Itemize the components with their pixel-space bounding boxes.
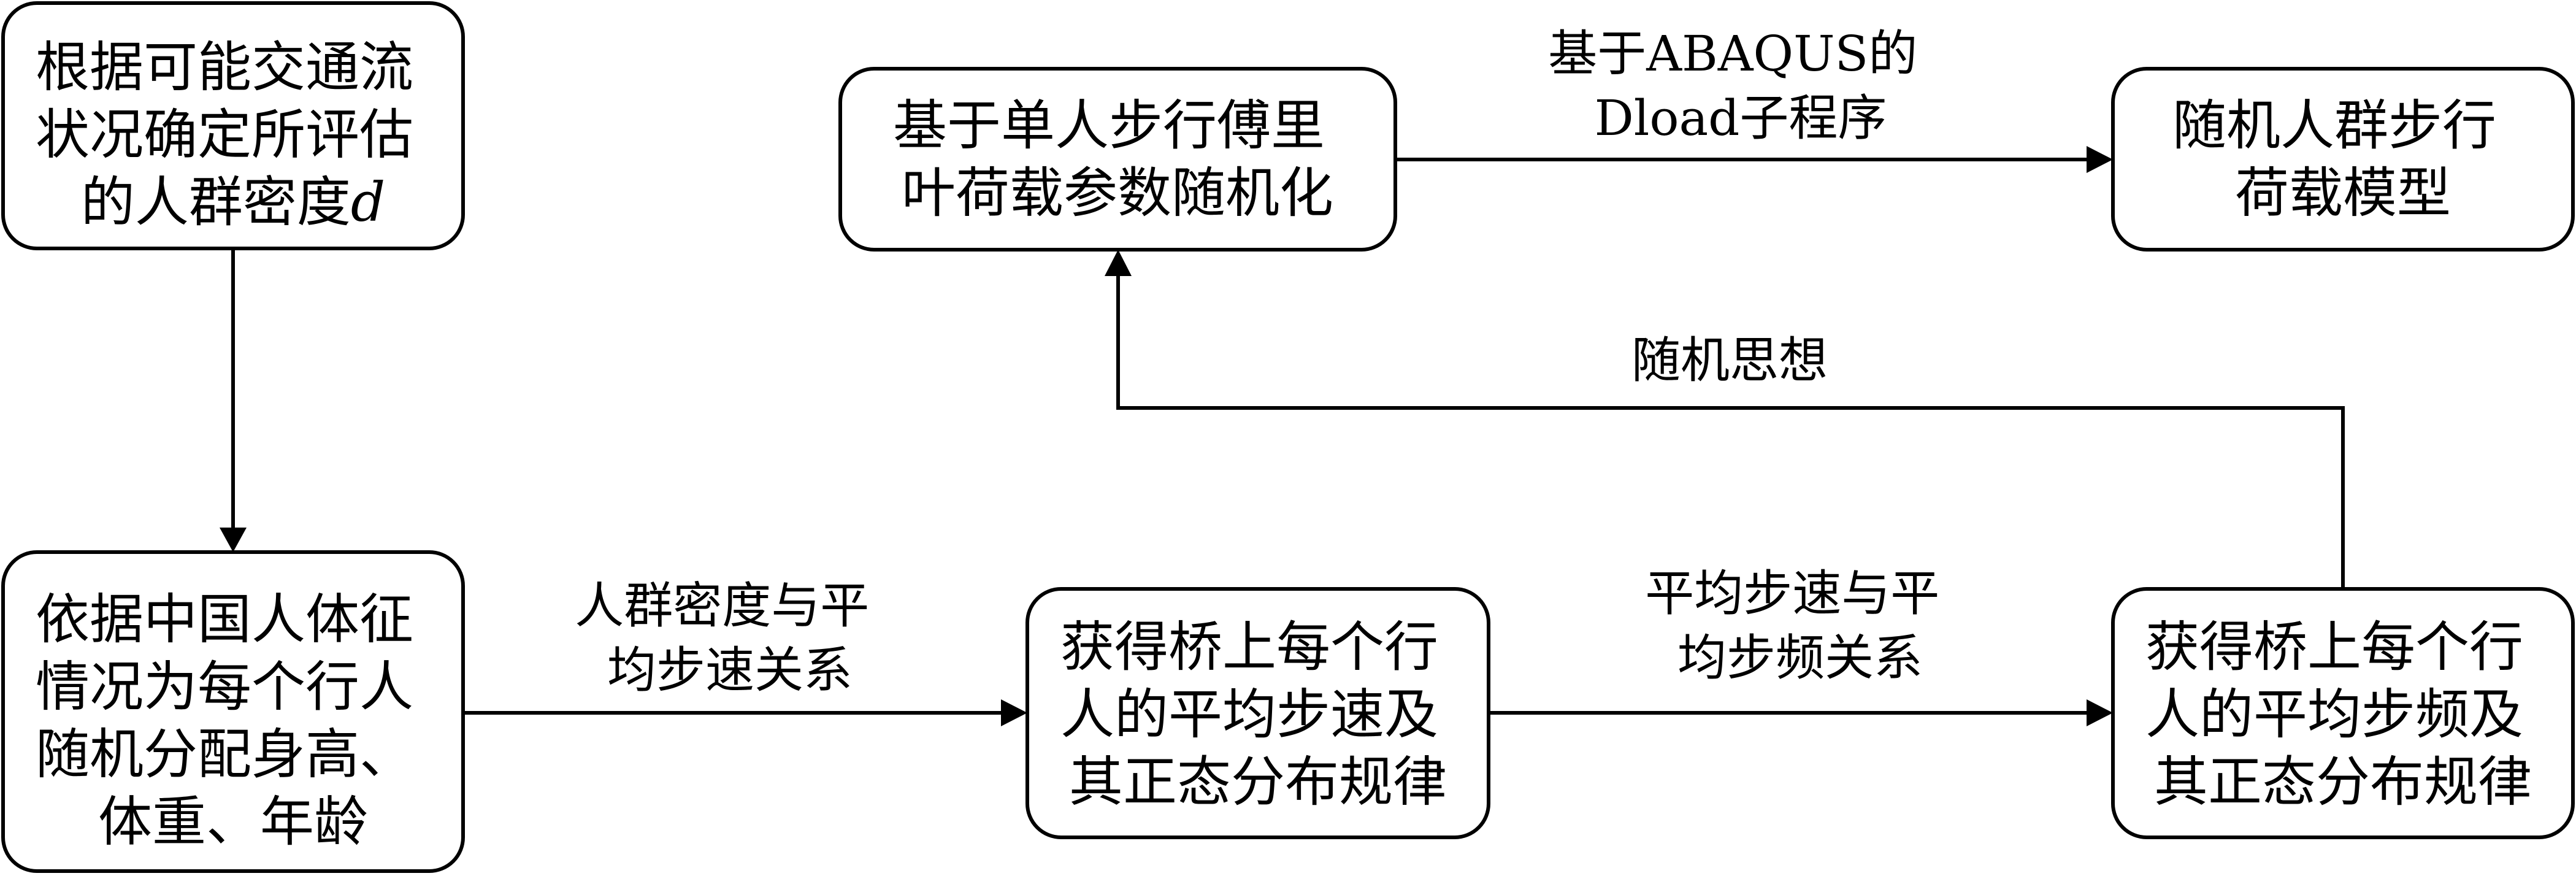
- label-random-idea-line-1: 随机思想: [1631, 332, 1828, 389]
- node-step-frequency-line-2: 人的平均步频及: [2145, 683, 2523, 746]
- svg-text:随机人群步行 荷载模型: 随机人群步行 荷载模型: [2172, 94, 2513, 225]
- node-crowd-density: 根据可能交通流 状况确定所评估 的人群密度d: [1, 1, 465, 250]
- label-density-speed: 人群密度与平 均步速关系: [575, 577, 884, 699]
- svg-text:根据可能交通流 状况确定所评估 的人: 根据可能交通流 状况确定所评估 的人群密度d: [36, 36, 431, 234]
- label-dload-line-2: Dload子程序: [1595, 90, 1887, 147]
- node-fourier-randomization-line-1: 基于单人步行傅里: [893, 94, 1325, 157]
- node-body-assign-line-3: 随机分配身高、: [36, 723, 413, 786]
- node-step-frequency-line-1: 获得桥上每个行: [2145, 615, 2523, 678]
- label-random-idea: 随机思想: [1631, 332, 1828, 389]
- node-fourier-randomization-line-2: 叶荷载参数随机化: [902, 161, 1333, 225]
- node-walk-speed-line-3: 其正态分布规律: [1069, 750, 1447, 813]
- edge-step-freq-to-fourier-random: [1105, 250, 2345, 589]
- node-walk-speed-line-1: 获得桥上每个行: [1060, 615, 1438, 678]
- node-crowd-density-line-3: 的人群密度: [81, 171, 351, 234]
- edge-walk-speed-to-step-freq: [1489, 699, 2113, 726]
- node-crowd-load-model-line-1: 随机人群步行: [2172, 94, 2496, 157]
- node-body-assign-line-4: 体重、年龄: [98, 790, 368, 853]
- label-dload-line-1: 基于ABAQUS的: [1548, 25, 1917, 82]
- label-speed-frequency: 平均步速与平 均步频关系: [1645, 565, 1955, 686]
- node-body-assign-line-1: 依据中国人体征: [36, 588, 413, 651]
- label-dload: 基于ABAQUS的 Dload子程序: [1548, 25, 1933, 147]
- node-walk-speed-line-2: 人的平均步速及: [1060, 683, 1438, 746]
- edge-fourier-random-to-crowd-model: [1395, 146, 2113, 173]
- node-walk-speed: 获得桥上每个行 人的平均步速及 其正态分布规律: [1025, 587, 1490, 839]
- svg-text:依据中国人体征 情况为每个行人 随机: 依据中国人体征 情况为每个行人 随机分配身高、 体重、年龄: [36, 588, 431, 853]
- edge-density-to-body-assign: [220, 248, 247, 552]
- node-body-assign-line-2: 情况为每个行人: [36, 655, 413, 718]
- edge-body-assign-to-walk-speed: [463, 699, 1027, 726]
- node-body-assign: 依据中国人体征 情况为每个行人 随机分配身高、 体重、年龄: [1, 550, 465, 873]
- label-density-speed-line-1: 人群密度与平: [575, 577, 869, 634]
- label-speed-frequency-line-1: 平均步速与平: [1645, 565, 1939, 622]
- label-speed-frequency-line-2: 均步频关系: [1677, 629, 1923, 686]
- node-crowd-density-line-1: 根据可能交通流: [36, 36, 413, 99]
- node-crowd-load-model: 随机人群步行 荷载模型: [2111, 67, 2575, 252]
- node-step-frequency: 获得桥上每个行 人的平均步频及 其正态分布规律: [2111, 587, 2575, 839]
- node-crowd-density-line-2: 状况确定所评估: [36, 103, 413, 166]
- node-crowd-load-model-line-2: 荷载模型: [2235, 161, 2451, 225]
- label-density-speed-line-2: 均步速关系: [607, 642, 853, 699]
- svg-text:基于单人步行傅里 叶荷载参数随机化: 基于单人步行傅里 叶荷载参数随机化: [893, 94, 1342, 225]
- svg-text:获得桥上每个行 人的平均步速及 其正: 获得桥上每个行 人的平均步速及 其正态分布规律: [1060, 615, 1455, 813]
- density-variable: d: [351, 171, 385, 234]
- node-fourier-randomization: 基于单人步行傅里 叶荷载参数随机化: [838, 67, 1397, 252]
- svg-text:获得桥上每个行 人的平均步频及 其正: 获得桥上每个行 人的平均步频及 其正态分布规律: [2145, 615, 2540, 813]
- node-step-frequency-line-3: 其正态分布规律: [2154, 750, 2532, 813]
